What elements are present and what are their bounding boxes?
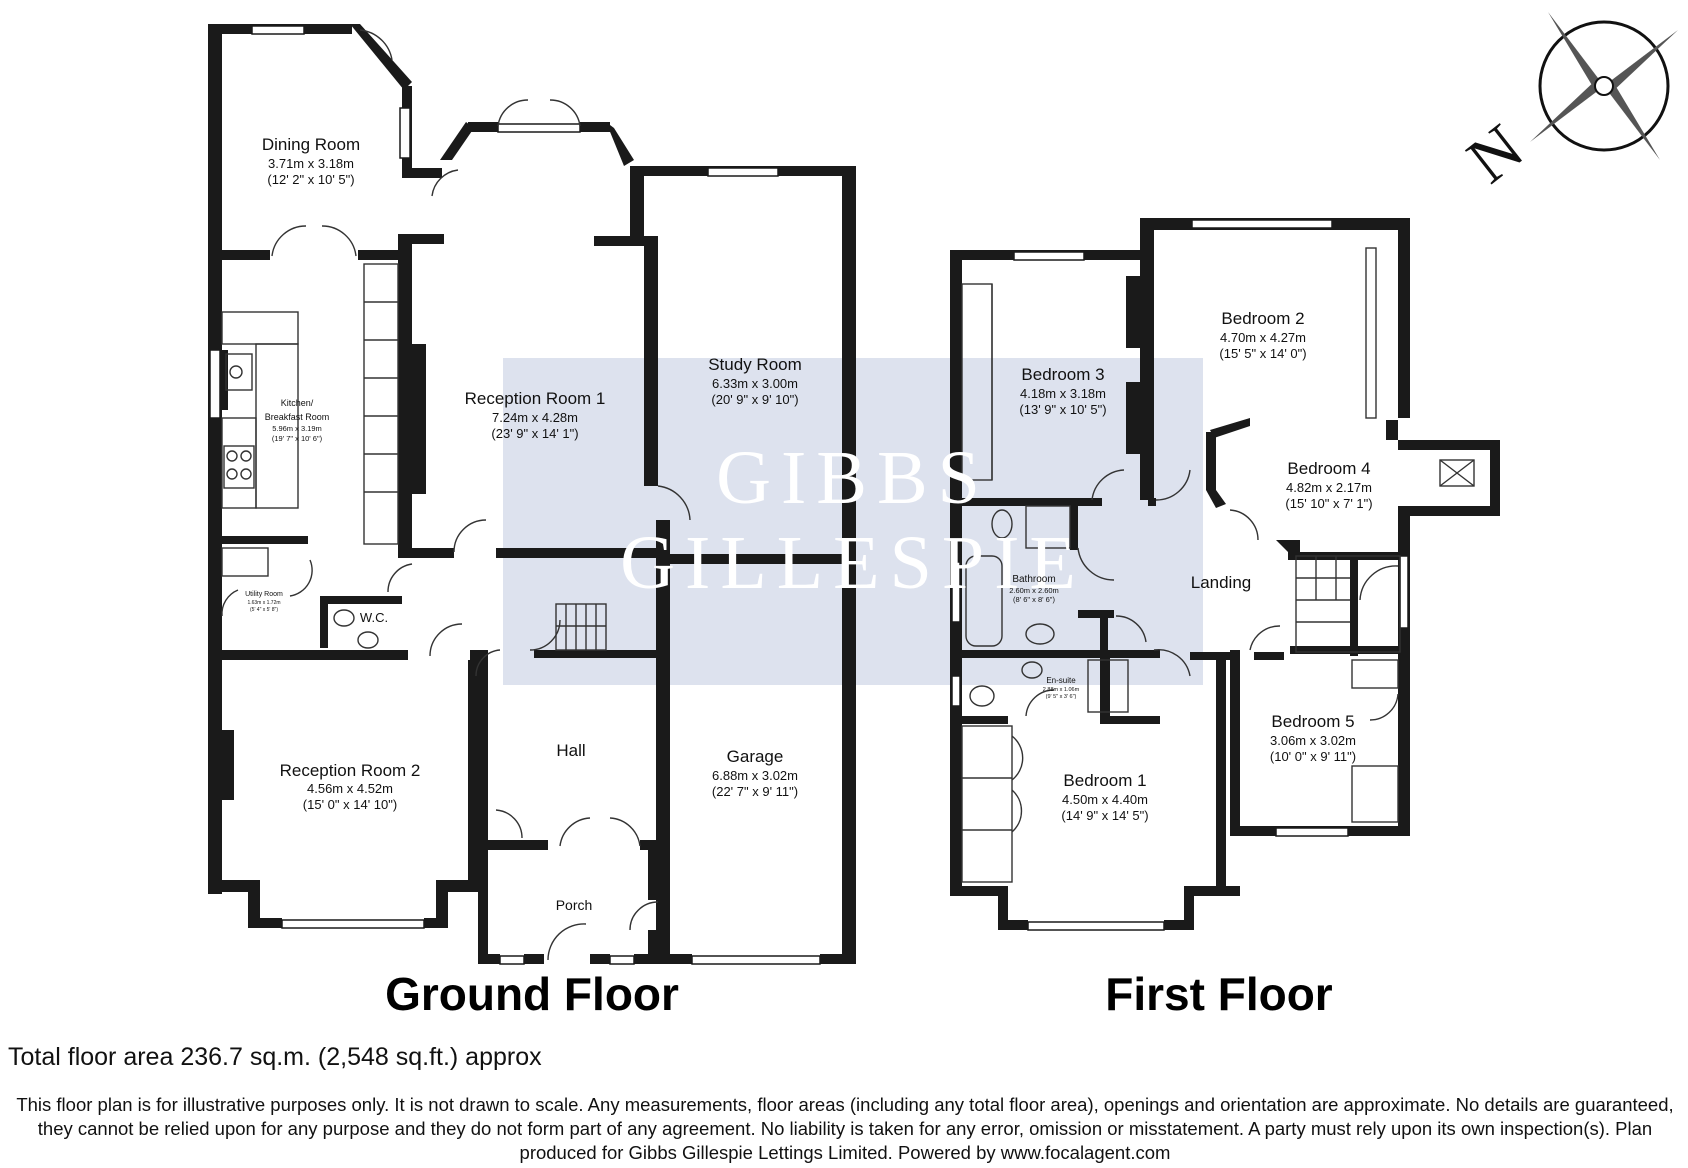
bathroom-name: Bathroom — [1012, 574, 1055, 585]
bathroom-metric: 2.60m x 2.60m — [1009, 586, 1059, 595]
kitchen-name-line-2: Breakfast Room — [265, 412, 330, 422]
bedroom-2-metric: 4.70m x 4.27m — [1220, 330, 1306, 345]
porch-name: Porch — [556, 897, 593, 913]
ground-floor-walls — [208, 24, 856, 964]
garage-metric: 6.88m x 3.02m — [712, 768, 798, 783]
kitchen-name-line-1: Kitchen/ — [281, 398, 314, 408]
compass-north-letter: N — [1454, 111, 1537, 198]
room-labels: Dining Room 3.71m x 3.18m (12' 2" x 10' … — [245, 135, 1372, 913]
watermark-line-1: GIBBS — [716, 436, 990, 520]
utility-room-imperial: (5' 4" x 5' 8") — [250, 607, 278, 613]
watermark-line-2: GILLESPIE — [620, 521, 1086, 605]
garage-name: Garage — [727, 747, 784, 766]
bedroom-3-imperial: (13' 9" x 10' 5") — [1019, 402, 1106, 417]
garage-imperial: (22' 7" x 9' 11") — [712, 784, 798, 799]
wc-name: W.C. — [360, 610, 388, 625]
bedroom-5-imperial: (10' 0" x 9' 11") — [1270, 749, 1356, 764]
reception-room-2-metric: 4.56m x 4.52m — [307, 781, 393, 796]
ensuite-name: En-suite — [1046, 676, 1076, 685]
bedroom-1-metric: 4.50m x 4.40m — [1062, 792, 1148, 807]
utility-room-metric: 1.63m x 1.72m — [247, 600, 280, 606]
kitchen-imperial: (19' 7" x 10' 6") — [272, 434, 323, 443]
bedroom-5-name: Bedroom 5 — [1271, 712, 1354, 731]
reception-room-2-name: Reception Room 2 — [280, 761, 421, 780]
bedroom-3-metric: 4.18m x 3.18m — [1020, 386, 1106, 401]
study-room-imperial: (20' 9" x 9' 10") — [711, 392, 798, 407]
utility-room-name: Utility Room — [245, 591, 283, 598]
bedroom-4-imperial: (15' 10" x 7' 1") — [1285, 496, 1372, 511]
ensuite-metric: 2.88m x 1.06m — [1043, 687, 1080, 693]
bedroom-5-metric: 3.06m x 3.02m — [1270, 733, 1356, 748]
kitchen-metric: 5.96m x 3.19m — [272, 424, 322, 433]
ground-floor-title: Ground Floor — [385, 968, 679, 1020]
reception-room-1-metric: 7.24m x 4.28m — [492, 410, 578, 425]
bedroom-4-name: Bedroom 4 — [1287, 459, 1370, 478]
hall-name: Hall — [556, 741, 585, 760]
bedroom-2-imperial: (15' 5" x 14' 0") — [1219, 346, 1306, 361]
study-room-metric: 6.33m x 3.00m — [712, 376, 798, 391]
first-floor-title: First Floor — [1105, 968, 1333, 1020]
reception-room-1-imperial: (23' 9" x 14' 1") — [491, 426, 578, 441]
bedroom-1-name: Bedroom 1 — [1063, 771, 1146, 790]
ground-floor-windows — [209, 25, 821, 965]
ground-floor-fittings — [221, 29, 691, 961]
bedroom-2-name: Bedroom 2 — [1221, 309, 1304, 328]
compass-icon — [1530, 12, 1678, 160]
reception-room-2-imperial: (15' 0" x 14' 10") — [303, 797, 397, 812]
dining-room-metric: 3.71m x 3.18m — [268, 156, 354, 171]
bathroom-imperial: (8' 6" x 8' 6") — [1013, 595, 1055, 604]
bedroom-1-imperial: (14' 9" x 14' 5") — [1061, 808, 1148, 823]
dining-room-name: Dining Room — [262, 135, 360, 154]
first-floor-walls — [950, 218, 1500, 930]
dining-room-imperial: (12' 2" x 10' 5") — [267, 172, 354, 187]
reception-room-1-name: Reception Room 1 — [465, 389, 606, 408]
first-floor-fittings — [961, 247, 1475, 883]
ensuite-imperial: (9' 5" x 3' 6") — [1046, 694, 1077, 700]
study-room-name: Study Room — [708, 355, 802, 374]
bedroom-4-metric: 4.82m x 2.17m — [1286, 480, 1372, 495]
total-floor-area: Total floor area 236.7 sq.m. (2,548 sq.f… — [8, 1043, 542, 1071]
disclaimer-text: This floor plan is for illustrative purp… — [16, 1094, 1674, 1163]
bedroom-3-name: Bedroom 3 — [1021, 365, 1104, 384]
landing-name: Landing — [1191, 573, 1252, 592]
